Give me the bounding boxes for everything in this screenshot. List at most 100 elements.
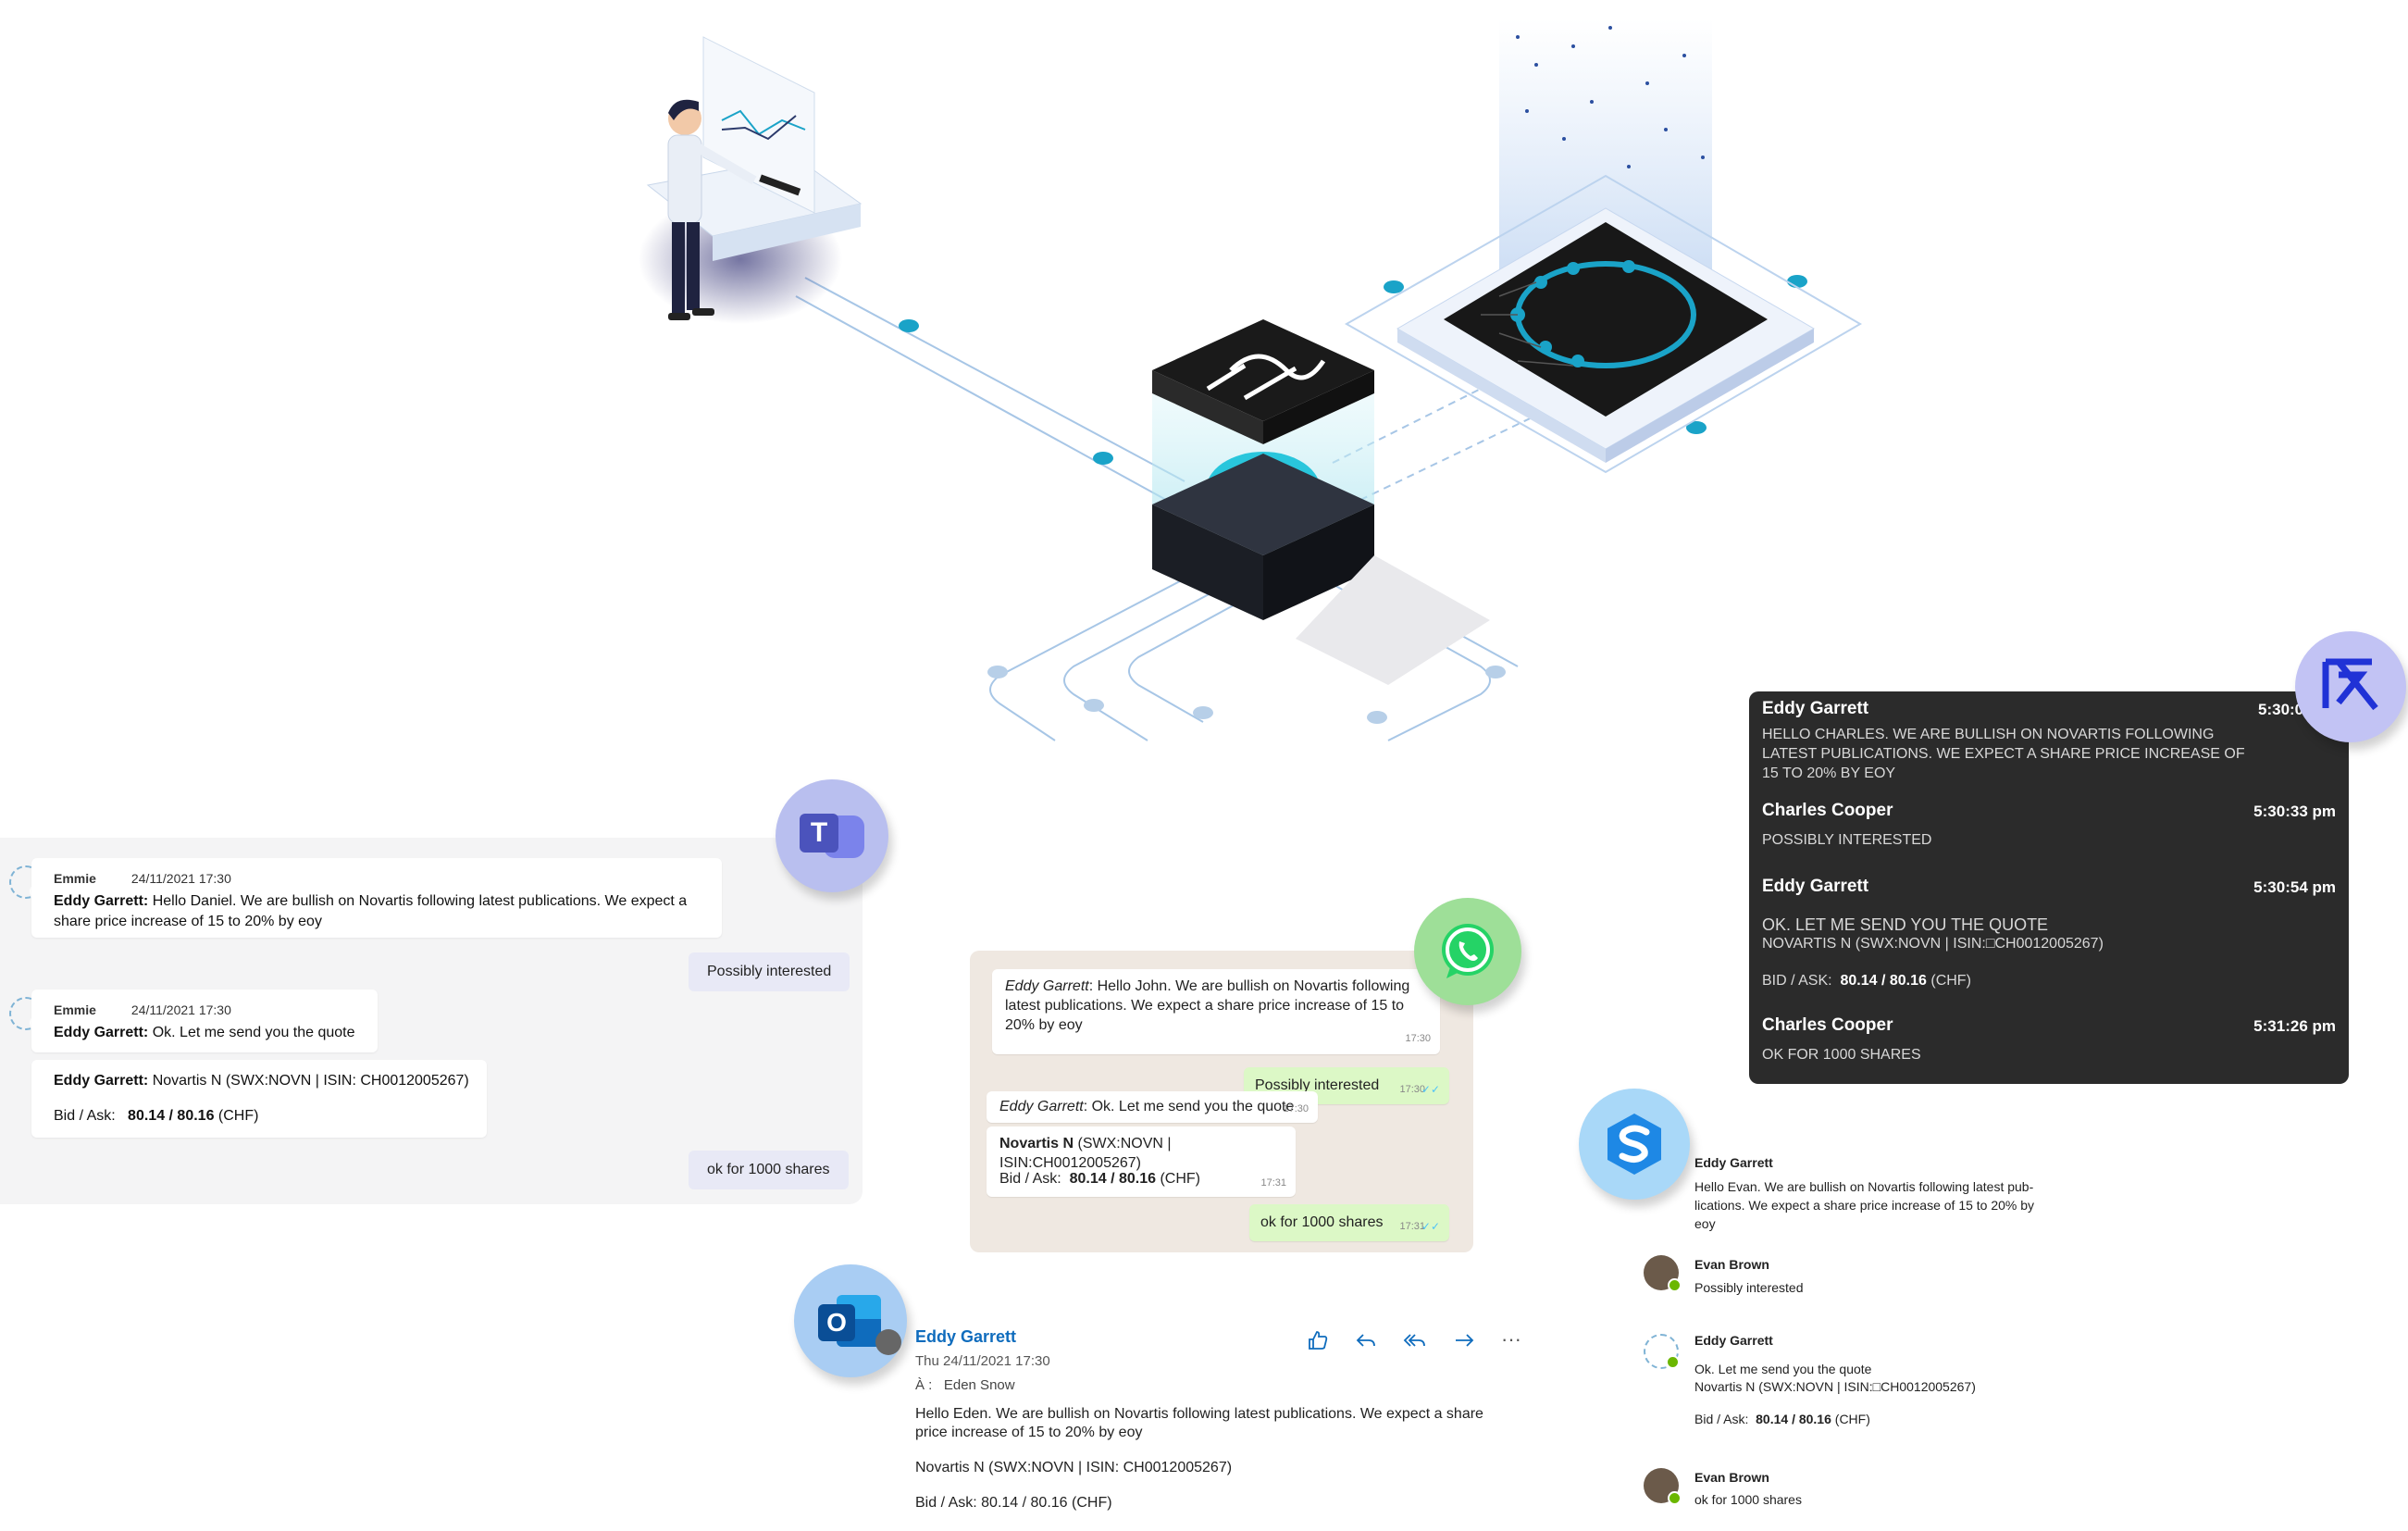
whatsapp-message-1[interactable]: Eddy Garrett: Hello John. We are bullish… xyxy=(992,969,1440,1054)
teams-reply-2[interactable]: ok for 1000 shares xyxy=(689,1151,849,1189)
teams-author: Eddy Garrett: xyxy=(54,893,149,909)
whatsapp-security-detail: (SWX:NOVN | ISIN:CH0012005267) xyxy=(999,1136,1172,1171)
data-chip-platform xyxy=(1344,19,1862,474)
outlook-avatar-badge xyxy=(875,1329,901,1355)
whatsapp-message-2[interactable]: Eddy Garrett: Ok. Let me send you the qu… xyxy=(987,1091,1318,1123)
symphony-sender: Charles Cooper xyxy=(1762,801,1893,820)
platform-illustration xyxy=(639,19,1862,741)
skype-sender: Evan Brown xyxy=(1694,1470,1769,1485)
symphony-timestamp: 5:30:54 pm xyxy=(2253,878,2336,896)
symphony-message-text: Hello Charles. We are bullish on Novarti… xyxy=(1762,727,2245,781)
teams-reply-1[interactable]: Possibly interested xyxy=(689,952,850,991)
whatsapp-reply-text: ok for 1000 shares xyxy=(1260,1214,1384,1230)
symphony-timestamp: 5:30:33 pm xyxy=(2253,803,2336,820)
whatsapp-message-text: : Hello John. We are bullish on Novartis… xyxy=(1005,978,1410,1033)
connection-nodes xyxy=(899,275,1807,465)
outlook-date: Thu 24/11/2021 17:30 xyxy=(915,1353,1050,1369)
teams-author: Eddy Garrett: xyxy=(54,1025,149,1040)
symphony-sender: Charles Cooper xyxy=(1762,1015,1893,1035)
whatsapp-author: Eddy Garrett xyxy=(1005,978,1089,994)
outlook-letter: O xyxy=(818,1304,855,1341)
whatsapp-security-name: Novartis N xyxy=(999,1136,1074,1151)
skype-bid-ask: 80.14 / 80.16 xyxy=(1756,1412,1831,1426)
skype-sender: Eddy Garrett xyxy=(1694,1155,1773,1170)
symphony-message-text: Ok for 1000 shares xyxy=(1762,1047,1921,1063)
outlook-body: Hello Eden. We are bullish on Novartis f… xyxy=(915,1406,1483,1440)
symphony-app-icon[interactable] xyxy=(2295,631,2406,742)
skype-bid-ask-label: Bid / Ask: xyxy=(1694,1412,1749,1426)
whatsapp-quote-card[interactable]: Novartis N (SWX:NOVN | ISIN:CH0012005267… xyxy=(987,1126,1296,1197)
outlook-action-bar: ··· xyxy=(1307,1329,1521,1355)
symphony-currency: (CHF) xyxy=(1930,973,1971,989)
whatsapp-reply-text: Possibly interested xyxy=(1255,1077,1380,1093)
whatsapp-message-text: : Ok. Let me send you the quote xyxy=(1083,1099,1295,1114)
symphony-bid-ask-label: Bid / Ask: xyxy=(1762,973,1832,989)
symphony-sender: Eddy Garrett xyxy=(1762,877,1869,896)
reply-icon[interactable] xyxy=(1355,1329,1377,1355)
whatsapp-currency: (CHF) xyxy=(1160,1171,1201,1187)
analyst-figure xyxy=(639,36,863,324)
symphony-logo-icon xyxy=(2322,658,2378,711)
outlook-bid-ask: Bid / Ask: 80.14 / 80.16 (CHF) xyxy=(915,1495,1112,1511)
teams-sender: Emmie xyxy=(54,871,96,886)
whatsapp-timestamp: 17:30 xyxy=(1399,1084,1425,1095)
eddy-avatar xyxy=(1644,1334,1680,1369)
symphony-chat-panel: Eddy Garrett 5:30:0 Hello Charles. We ar… xyxy=(1749,691,2349,1084)
skype-security: Novartis N (SWX:NOVN | ISIN:□CH001200526… xyxy=(1694,1379,1976,1394)
outlook-sender[interactable]: Eddy Garrett xyxy=(915,1327,1017,1346)
teams-quote-card[interactable]: Eddy Garrett: Novartis N (SWX:NOVN | ISI… xyxy=(31,1060,487,1138)
symphony-timestamp: 5:31:26 pm xyxy=(2253,1017,2336,1035)
like-icon[interactable] xyxy=(1307,1329,1329,1355)
whatsapp-timestamp: 17:31 xyxy=(1260,1177,1286,1189)
teams-timestamp: 24/11/2021 17:30 xyxy=(130,871,231,886)
reply-all-icon[interactable] xyxy=(1403,1329,1427,1355)
skype-currency: (CHF) xyxy=(1834,1412,1870,1426)
skype-message-text: Hello Evan. We are bullish on Novartis f… xyxy=(1694,1179,2035,1231)
symphony-security: Novartis N (SWX:NOVN | ISIN:□CH001200526… xyxy=(1762,936,2104,952)
teams-message-text: Hello Daniel. We are bullish on Novartis… xyxy=(54,893,688,929)
more-icon[interactable]: ··· xyxy=(1501,1327,1521,1351)
whatsapp-logo-icon xyxy=(1442,924,1494,978)
read-receipt-icon: ✓✓ xyxy=(1421,1220,1440,1233)
skype-app-icon[interactable] xyxy=(1579,1089,1690,1200)
teams-chat-panel: Emmie 24/11/2021 17:30 Eddy Garrett: Hell… xyxy=(0,838,863,1204)
evan-avatar xyxy=(1644,1255,1682,1292)
outlook-to-label: À : xyxy=(915,1377,933,1393)
outlook-security: Novartis N (SWX:NOVN | ISIN: CH001200526… xyxy=(915,1460,1233,1475)
forward-icon[interactable] xyxy=(1453,1329,1475,1355)
teams-author: Eddy Garrett: xyxy=(54,1073,149,1089)
read-receipt-icon: ✓✓ xyxy=(1421,1083,1440,1096)
symphony-message-text: Ok. Let me send you the quote xyxy=(1762,915,2049,934)
symphony-bid-ask: 80.14 / 80.16 xyxy=(1840,973,1927,989)
teams-security: Novartis N (SWX:NOVN | ISIN: CH001200526… xyxy=(152,1073,469,1089)
skype-sender: Eddy Garrett xyxy=(1694,1333,1773,1348)
whatsapp-timestamp: 17:31 xyxy=(1399,1221,1425,1232)
outlook-recipient: Eden Snow xyxy=(943,1377,1015,1393)
whatsapp-bid-ask: 80.14 / 80.16 xyxy=(1069,1171,1157,1187)
skype-logo-icon xyxy=(1607,1114,1661,1175)
teams-bid-ask: 80.14 / 80.16 xyxy=(128,1108,215,1124)
symphony-timestamp: 5:30:0 xyxy=(2258,701,2304,718)
whatsapp-app-icon[interactable] xyxy=(1414,898,1521,1005)
whatsapp-chat-panel: Eddy Garrett: Hello John. We are bullish… xyxy=(970,951,1473,1252)
whatsapp-reply-2[interactable]: ok for 1000 shares 17:31 ✓✓ xyxy=(1249,1204,1449,1241)
whatsapp-timestamp: 17:30 xyxy=(1405,1033,1431,1044)
skype-message-text: Ok. Let me send you the quote xyxy=(1694,1362,1872,1376)
evan-avatar xyxy=(1644,1468,1682,1505)
teams-bid-ask-label: Bid / Ask: xyxy=(54,1108,116,1124)
whatsapp-bid-ask-label: Bid / Ask: xyxy=(999,1171,1061,1187)
outlook-app-icon[interactable]: O xyxy=(794,1264,907,1377)
teams-letter: T xyxy=(800,814,838,853)
teams-currency: (CHF) xyxy=(217,1108,259,1124)
skype-sender: Evan Brown xyxy=(1694,1257,1769,1272)
whatsapp-timestamp: 17:30 xyxy=(1283,1103,1309,1114)
teams-app-icon[interactable]: T xyxy=(776,779,888,892)
whatsapp-author: Eddy Garrett xyxy=(999,1099,1084,1114)
ai-engine-cube xyxy=(1152,319,1490,685)
symphony-sender: Eddy Garrett xyxy=(1762,699,1869,718)
teams-sender: Emmie xyxy=(54,1002,96,1017)
symphony-message-text: Possibly interested xyxy=(1762,832,1932,848)
teams-message-1[interactable]: Emmie 24/11/2021 17:30 Eddy Garrett: Hell… xyxy=(31,858,722,938)
skype-message-text: ok for 1000 shares xyxy=(1694,1492,1802,1507)
